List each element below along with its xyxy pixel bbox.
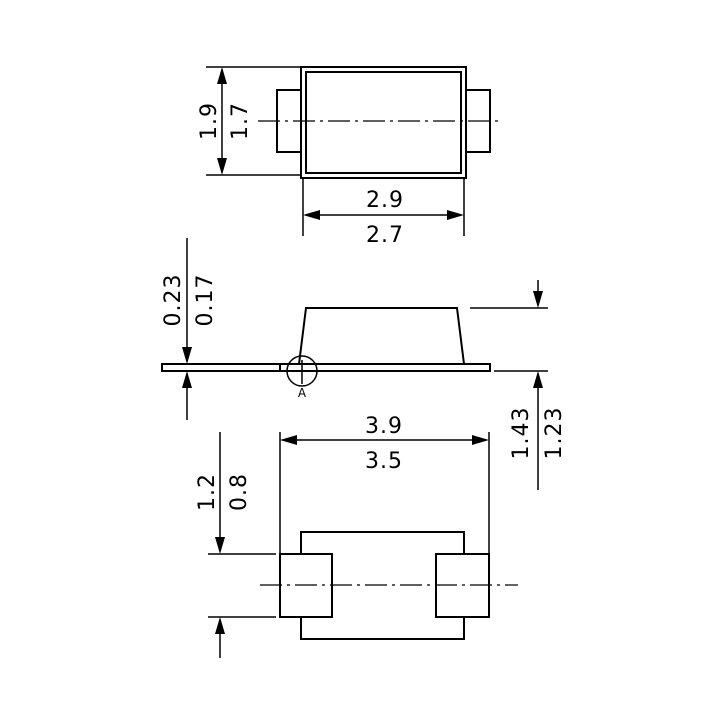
bottom-view: 3.9 3.5 1.2 0.8 (195, 414, 518, 658)
top-height-min-label: 1.7 (228, 102, 253, 140)
pad-width-min-label: 0.8 (227, 473, 252, 511)
side-body (297, 307, 466, 365)
bottom-length-arrow-left (280, 435, 297, 445)
pad-width-max-label: 1.2 (195, 473, 220, 511)
body-height-arrow-up (533, 371, 543, 388)
datum-symbol-label: A (298, 386, 307, 400)
pad-width-arrow-up (215, 617, 225, 634)
lead-thickness-max-label: 0.23 (161, 274, 186, 327)
top-height-arrow-up (217, 67, 227, 84)
body-height-max-label: 1.43 (509, 407, 534, 460)
top-view: 1.9 1.7 2.9 2.7 (197, 66, 498, 248)
top-width-min-label: 2.7 (366, 223, 404, 248)
top-width-max-label: 2.9 (366, 188, 404, 213)
top-height-max-label: 1.9 (197, 102, 222, 140)
side-view: A 0.23 0.17 1.43 1.23 (161, 238, 567, 490)
body-height-min-label: 1.23 (542, 407, 567, 460)
bottom-length-max-label: 3.9 (365, 414, 403, 439)
top-width-arrow-left (303, 210, 320, 220)
datum-circle (286, 355, 318, 387)
side-lead-right-segment (279, 363, 491, 372)
top-body-inner (305, 71, 462, 174)
lead-thickness-arrow-up (182, 371, 192, 388)
bottom-length-min-label: 3.5 (365, 449, 403, 474)
pad-width-arrow-down (215, 537, 225, 554)
body-height-arrow-down (533, 291, 543, 308)
lead-thickness-arrow-down (182, 347, 192, 364)
top-height-arrow-down (217, 158, 227, 175)
side-lead-left-segment (161, 363, 281, 372)
top-width-arrow-right (447, 210, 464, 220)
bottom-length-arrow-right (472, 435, 489, 445)
top-body-outer (300, 66, 467, 179)
lead-thickness-min-label: 0.17 (193, 274, 218, 327)
